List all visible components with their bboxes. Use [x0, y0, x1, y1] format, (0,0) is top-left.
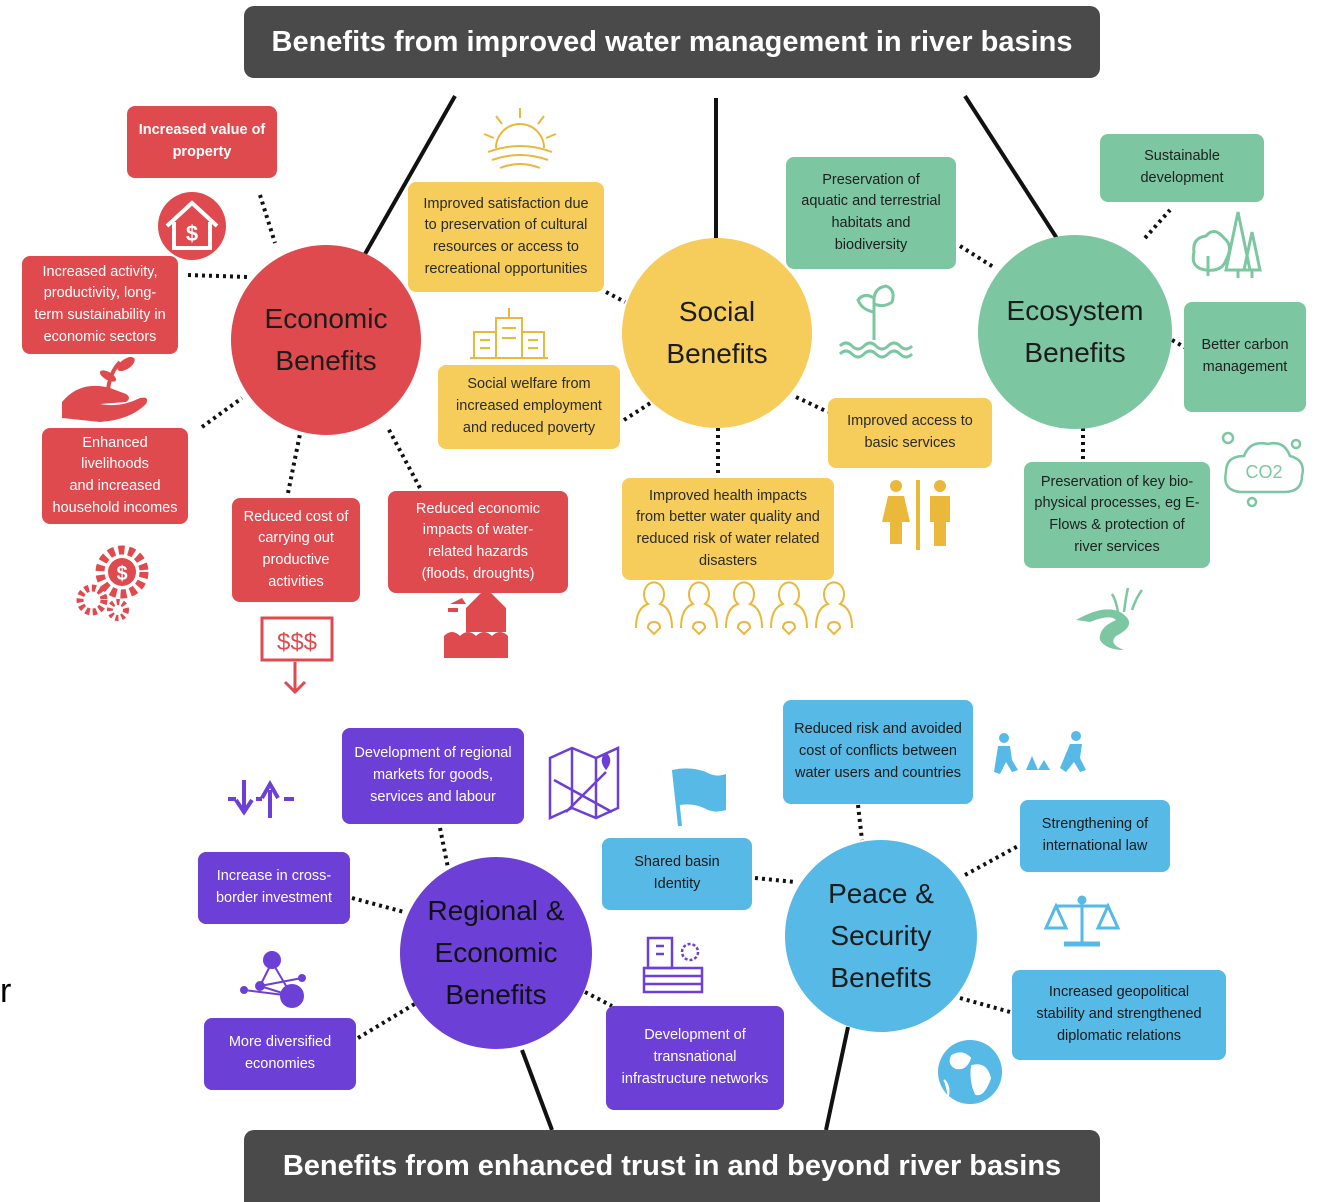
box-enhanced-livelihoods: Enhanced livelihoods and increased house… — [42, 428, 188, 524]
network-icon — [240, 951, 306, 1008]
people-hearts-icon — [635, 581, 853, 636]
hand-plant-icon — [62, 356, 148, 422]
banner-link-ecosystem — [963, 94, 1060, 242]
box-geopolitical-stability: Increased geopolitical stability and str… — [1012, 970, 1226, 1060]
box-preservation-processes: Preservation of key bio- physical proces… — [1024, 462, 1210, 568]
infrastructure-icon — [642, 936, 704, 994]
regional-economic-benefits-hub: Regional & Economic Benefits — [400, 857, 592, 1049]
box-cross-border-investment: Increase in cross- border investment — [198, 852, 350, 924]
box-sustainable-development: Sustainable development — [1100, 134, 1264, 202]
cropped-side-text: r — [0, 972, 12, 1010]
box-reduced-conflict-risk: Reduced risk and avoided cost of conflic… — [783, 700, 973, 804]
social-benefits-hub: Social Benefits — [622, 238, 812, 428]
ecosystem-benefits-hub: Ecosystem Benefits — [978, 235, 1172, 429]
box-diversified-economies: More diversified economies — [204, 1018, 356, 1090]
box-improved-access: Improved access to basic services — [828, 398, 992, 468]
restroom-icon — [882, 480, 950, 550]
map-icon — [548, 746, 620, 820]
box-increased-value-of-property: Increased value of property — [127, 106, 277, 178]
box-regional-markets: Development of regional markets for good… — [342, 728, 524, 824]
svg-text:$: $ — [186, 221, 198, 246]
dollar-gears-icon: $ — [76, 545, 149, 621]
box-transnational-infrastructure: Development of transnational infrastruct… — [606, 1006, 784, 1110]
box-increased-activity: Increased activity, productivity, long- … — [22, 256, 178, 354]
link-property — [258, 194, 277, 244]
link-diversified — [356, 1000, 420, 1040]
flood-house-icon — [444, 588, 508, 658]
sun-icon — [483, 108, 557, 169]
building-icon — [470, 308, 548, 359]
box-reduced-hazard-impacts: Reduced economic impacts of water- relat… — [388, 491, 568, 593]
link-stability — [959, 996, 1011, 1014]
banner-link-peace — [824, 1026, 850, 1131]
globe-icon — [938, 1040, 1002, 1104]
link-investment — [351, 896, 405, 914]
bottom-banner: Benefits from enhanced trust in and beyo… — [244, 1130, 1100, 1202]
arrows-updown-icon — [228, 779, 294, 818]
link-hazards — [386, 427, 422, 489]
economic-benefits-hub: Economic Benefits — [231, 245, 421, 435]
box-improved-satisfaction: Improved satisfaction due to preservatio… — [408, 182, 604, 292]
top-banner: Benefits from improved water management … — [244, 6, 1100, 78]
sprout-water-icon — [838, 284, 914, 359]
link-access — [795, 395, 829, 414]
link-conflicts — [856, 804, 864, 841]
peace-security-benefits-hub: Peace & Security Benefits — [785, 840, 977, 1032]
box-international-law: Strengthening of international law — [1020, 800, 1170, 872]
box-social-welfare: Social welfare from increased employment… — [438, 365, 620, 449]
river-icon — [1076, 587, 1144, 650]
money-down-icon: $$$ — [260, 616, 334, 695]
box-reduced-cost: Reduced cost of carrying out productive … — [232, 498, 360, 602]
link-infrastructure — [584, 990, 613, 1008]
box-shared-basin-identity: Shared basin Identity — [602, 838, 752, 910]
link-livelihoods — [200, 396, 244, 429]
svg-text:CO2: CO2 — [1245, 462, 1282, 482]
running-people-icon — [994, 731, 1086, 774]
link-activity — [187, 273, 249, 279]
co2-cloud-icon: CO2 — [1221, 431, 1304, 508]
link-carbon — [1171, 338, 1187, 350]
box-improved-health: Improved health impacts from better wate… — [622, 478, 834, 580]
box-better-carbon-management: Better carbon management — [1184, 302, 1306, 412]
svg-text:$$$: $$$ — [277, 629, 317, 656]
scales-icon — [1043, 895, 1121, 947]
svg-text:$: $ — [116, 563, 127, 585]
link-welfare — [622, 400, 654, 422]
banner-link-regional — [520, 1049, 554, 1131]
link-cost — [286, 433, 302, 494]
house-dollar-icon: $ — [158, 192, 226, 260]
trees-icon — [1191, 211, 1262, 278]
box-preservation-habitats: Preservation of aquatic and terrestrial … — [786, 157, 956, 269]
flag-icon — [672, 768, 726, 827]
banner-link-economic — [363, 95, 457, 255]
